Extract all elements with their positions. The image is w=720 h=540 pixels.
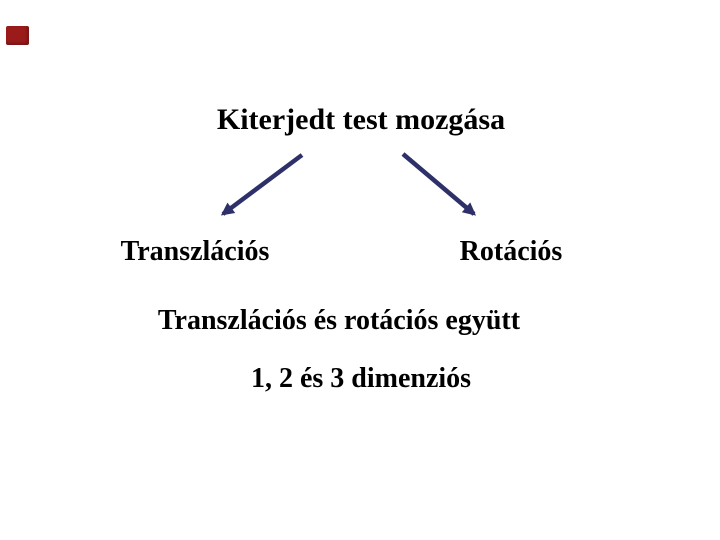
slide-title: Kiterjedt test mozgása: [216, 103, 506, 136]
label-translational: Transzlációs: [120, 236, 270, 267]
label-dimensions: 1, 2 és 3 dimenziós: [250, 363, 472, 394]
label-rotational: Rotációs: [459, 236, 563, 267]
arrow-down-left-icon: [220, 153, 304, 216]
red-corner-mark: [6, 26, 29, 45]
arrow-down-right-icon: [401, 152, 476, 216]
label-combined-motion: Transzlációs és rotációs együtt: [157, 305, 521, 336]
